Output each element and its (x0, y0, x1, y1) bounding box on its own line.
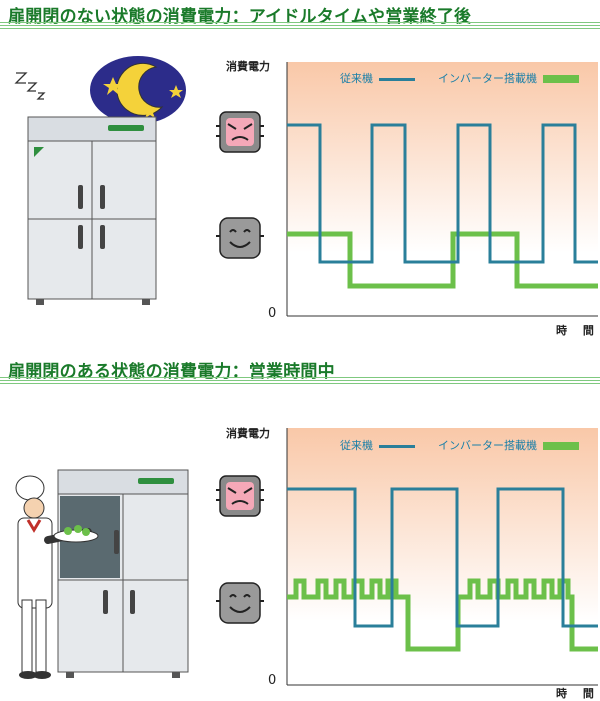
legend-inverter-swatch (543, 75, 579, 83)
fridge-icon (57, 469, 189, 678)
legend-conventional: 従来機 (340, 70, 415, 86)
legend-conventional-swatch (379, 77, 415, 81)
header-rule (0, 22, 600, 34)
legend-inverter: インバーター搭載機 (438, 70, 579, 86)
legend-conventional-swatch (379, 444, 415, 448)
fridge-chef-illustration (15, 469, 189, 679)
legend-inverter-label: インバーター搭載機 (438, 72, 537, 85)
y-zero-label: 0 (268, 673, 277, 688)
series-line-conventional (287, 123, 598, 264)
smile-face-icon (216, 217, 264, 259)
smile-face-icon (216, 582, 264, 624)
chart-background (287, 62, 598, 316)
y-axis-label: 消費電力 (226, 60, 270, 73)
fridge-night-illustration (14, 56, 186, 305)
x-axis-label: 時 間 (556, 687, 600, 700)
y-axis-label: 消費電力 (226, 427, 270, 440)
star-icon (169, 85, 183, 98)
legend-inverter-swatch (543, 442, 579, 450)
legend-conventional: 従来機 (340, 437, 415, 453)
section-header: 扉開閉のない状態の消費電力：アイドルタイムや営業終了後 (0, 0, 600, 34)
legend-inverter: インバーター搭載機 (438, 437, 579, 453)
section-operating: 扉開閉のある状態の消費電力：営業時間中 (0, 355, 600, 700)
sleep-z-icon (14, 72, 46, 100)
series-line-inverter (287, 231, 598, 289)
header-rule (0, 377, 600, 389)
angry-face-icon (216, 111, 264, 153)
legend-conventional-label: 従来機 (340, 72, 373, 85)
angry-face-icon (216, 475, 264, 517)
x-axis-label: 時 間 (556, 324, 600, 337)
fridge-icon (27, 116, 157, 305)
series-line-conventional (287, 487, 598, 628)
chart-background (287, 428, 598, 685)
star-icon (103, 77, 123, 95)
section-header: 扉開閉のある状態の消費電力：営業時間中 (0, 355, 600, 389)
power-chart-idle (286, 62, 598, 317)
moon-icon (116, 62, 164, 116)
power-chart-operating (286, 428, 598, 686)
chef-icon (15, 475, 99, 679)
legend-inverter-label: インバーター搭載機 (438, 439, 537, 452)
star-icon (143, 105, 157, 118)
legend-conventional-label: 従来機 (340, 439, 373, 452)
y-zero-label: 0 (268, 306, 277, 321)
section-idle: 扉開閉のない状態の消費電力：アイドルタイムや営業終了後 (0, 0, 600, 340)
